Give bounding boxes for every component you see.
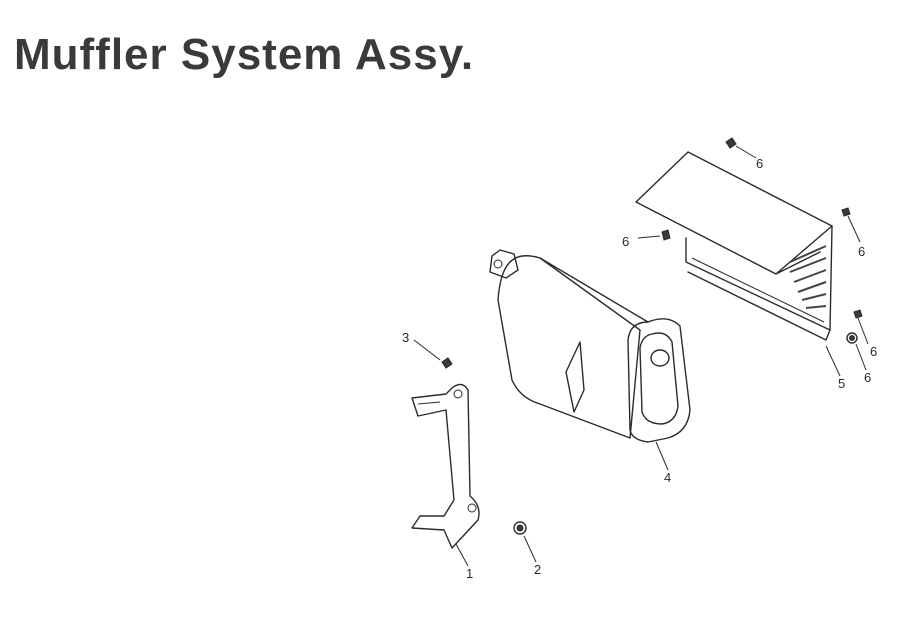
callout-labels: 1 2 3 4 5 6 6 6 6 6 (402, 156, 877, 581)
callout-6-right-lower: 6 (864, 370, 871, 385)
bolt-2-part (513, 521, 527, 535)
callout-6-left: 6 (622, 234, 629, 249)
page-title: Muffler System Assy. (14, 30, 475, 79)
screw-6-parts (661, 137, 863, 344)
callout-1: 1 (466, 566, 473, 581)
callout-6-right-middle: 6 (870, 344, 877, 359)
muffler-part (489, 249, 691, 443)
callout-2: 2 (534, 562, 541, 577)
callout-6-top: 6 (756, 156, 763, 171)
leader-lines (413, 145, 869, 567)
callout-3: 3 (402, 330, 409, 345)
callout-5: 5 (838, 376, 845, 391)
muffler-bracket-part (411, 383, 480, 549)
callout-4: 4 (664, 470, 671, 485)
bolt-3-part (441, 357, 453, 369)
muffler-guard-part (635, 151, 833, 341)
callout-6-right-upper: 6 (858, 244, 865, 259)
